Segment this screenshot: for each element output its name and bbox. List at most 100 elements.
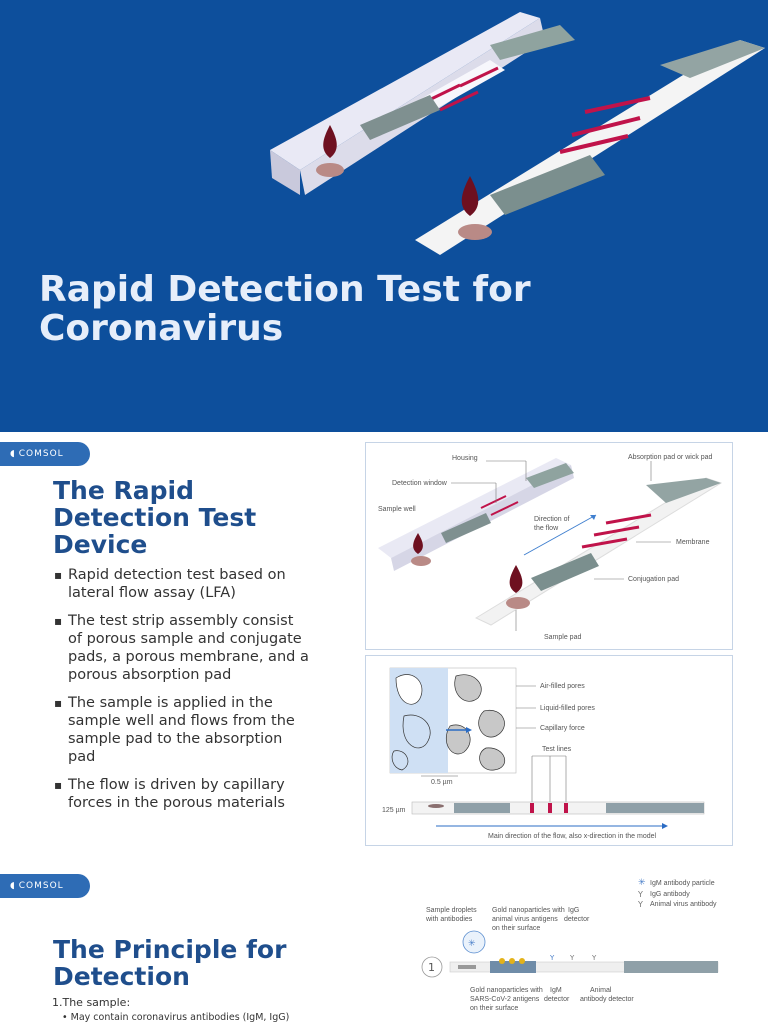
- label-igg-detector-2: detector: [564, 916, 590, 923]
- label-conjugation-pad: Conjugation pad: [628, 576, 679, 583]
- test-line: [480, 495, 507, 509]
- label-igm-detector-2: detector: [544, 996, 570, 1003]
- label-sample-droplets-1: Sample droplets: [426, 907, 477, 914]
- sample-pad: [316, 163, 344, 177]
- sample-pad: [411, 556, 431, 566]
- blood-drop-icon: [461, 176, 479, 216]
- logo-text: COMSOL: [18, 881, 64, 891]
- label-absorption-pad: Absorption pad or wick pad: [628, 454, 713, 461]
- label-gold-np-animal-3: on their surface: [492, 925, 540, 932]
- bullet-item: Rapid detection test based on lateral fl…: [54, 566, 309, 602]
- test-strip-illustration: [270, 12, 765, 255]
- slide-title: Rapid Detection Test for Coronavirus: [39, 270, 531, 348]
- test-line-side: [564, 803, 568, 813]
- label-direction-1: Direction of: [534, 516, 569, 523]
- comsol-logo: ◖COMSOL: [0, 442, 90, 466]
- gold-nanoparticle: [519, 958, 525, 964]
- droplet-icon: [462, 930, 486, 954]
- bullet-list: Rapid detection test based on lateral fl…: [54, 566, 309, 822]
- flow-arrow: [523, 514, 597, 556]
- flow-arrowhead: [590, 515, 596, 520]
- label-membrane: Membrane: [676, 539, 710, 546]
- heading-line-3: Device: [53, 530, 148, 559]
- gold-nanoparticle: [499, 958, 505, 964]
- label-capillary-force: Capillary force: [540, 725, 585, 732]
- label-test-lines: Test lines: [542, 746, 572, 753]
- device-figure: Housing Detection window Sample well Dir…: [365, 442, 733, 650]
- heading-line-1: The Rapid: [53, 476, 194, 505]
- comsol-logo-icon: ◖: [10, 449, 16, 459]
- cassette-top: [270, 12, 540, 170]
- absorption-pad: [490, 25, 575, 60]
- solid-grain: [478, 709, 505, 738]
- heading-line-2: Detection Test: [53, 503, 257, 532]
- igg-antibody-icon: Y: [637, 890, 643, 899]
- absorption-pad: [660, 40, 765, 78]
- conjugation-pad-side: [454, 803, 510, 813]
- legend-igm: IgM antibody particle: [650, 880, 715, 887]
- absorption-pad: [646, 478, 721, 503]
- step-label: 1.The sample:: [52, 996, 131, 1009]
- main-flow-arrowhead: [662, 823, 668, 829]
- test-line: [593, 525, 640, 537]
- bullet-dot: •: [62, 1012, 68, 1023]
- label-gold-np-sars-2: SARS-CoV-2 antigens: [470, 996, 540, 1003]
- sample-pad: [506, 597, 530, 609]
- absorption-pad-side: [606, 803, 704, 813]
- heading-line-1: The Principle for: [53, 935, 287, 964]
- porous-flow-figure: 0.5 µm Air-filled pores Liquid-filled po…: [365, 655, 733, 846]
- label-air-pores: Air-filled pores: [540, 683, 585, 690]
- label-detection-window: Detection window: [392, 480, 448, 487]
- label-thickness: 125 µm: [382, 807, 406, 814]
- label-sample-pad: Sample pad: [544, 634, 581, 641]
- cassette-side: [270, 150, 300, 195]
- label-animal-detector-2: antibody detector: [580, 996, 634, 1003]
- porous-flow-diagram: 0.5 µm Air-filled pores Liquid-filled po…: [382, 667, 705, 840]
- legend-igg: IgG antibody: [650, 891, 690, 898]
- capillary-arrowhead: [466, 727, 472, 733]
- step-number: 1: [428, 961, 435, 974]
- label-housing: Housing: [452, 455, 478, 462]
- test-line: [559, 134, 629, 154]
- blood-drop-icon: [509, 565, 523, 593]
- principle-diagram: ✳ Y Y IgM antibody particle IgG antibody…: [421, 878, 719, 1012]
- antibody-cluster-icon: ✳: [468, 939, 476, 949]
- conjugation-pad: [490, 961, 536, 973]
- sub-bullet-text: May contain coronavirus antibodies (IgM,…: [70, 1012, 290, 1023]
- logo-text: COMSOL: [18, 449, 64, 459]
- test-line: [605, 513, 652, 525]
- label-scale: 0.5 µm: [431, 779, 453, 786]
- sample-pad: [458, 224, 492, 240]
- animal-antibody-icon: Y: [637, 900, 643, 909]
- label-animal-detector-1: Animal: [590, 987, 612, 994]
- conjugation-pad: [360, 95, 440, 140]
- heading-line-2: Detection: [53, 962, 190, 991]
- solid-grain: [454, 674, 482, 702]
- blood-drop-icon: [323, 125, 337, 158]
- igm-particle-icon: ✳: [638, 878, 646, 888]
- label-direction-2: the flow: [534, 525, 559, 532]
- conjugation-pad: [490, 155, 605, 215]
- conjugation-pad: [441, 513, 491, 543]
- cassette-top: [378, 458, 571, 558]
- sub-bullet: • May contain coronavirus antibodies (Ig…: [62, 1012, 289, 1023]
- label-igg-detector-1: IgG: [568, 907, 579, 914]
- animal-detector-icon: Y: [591, 954, 597, 962]
- gold-nanoparticle: [509, 958, 515, 964]
- label-sample-well: Sample well: [378, 506, 416, 513]
- test-line: [439, 90, 479, 112]
- slide-heading: The Rapid Detection Test Device: [53, 477, 256, 558]
- title-slide: Rapid Detection Test for Coronavirus: [0, 0, 768, 432]
- title-line-2: Coronavirus: [39, 308, 284, 349]
- bullet-item: The flow is driven by capillary forces i…: [54, 776, 309, 812]
- solid-grain: [445, 724, 471, 755]
- label-gold-np-animal-2: animal virus antigens: [492, 916, 558, 923]
- test-line-side: [530, 803, 534, 813]
- bullet-item: The test strip assembly consist of porou…: [54, 612, 309, 684]
- conjugation-pad: [531, 553, 599, 591]
- test-line: [490, 501, 519, 516]
- igm-detector-icon: Y: [549, 954, 555, 962]
- label-igm-detector-1: IgM: [550, 987, 562, 994]
- label-gold-np-sars-3: on their surface: [470, 1005, 518, 1012]
- label-sample-droplets-2: with antibodies: [425, 916, 473, 923]
